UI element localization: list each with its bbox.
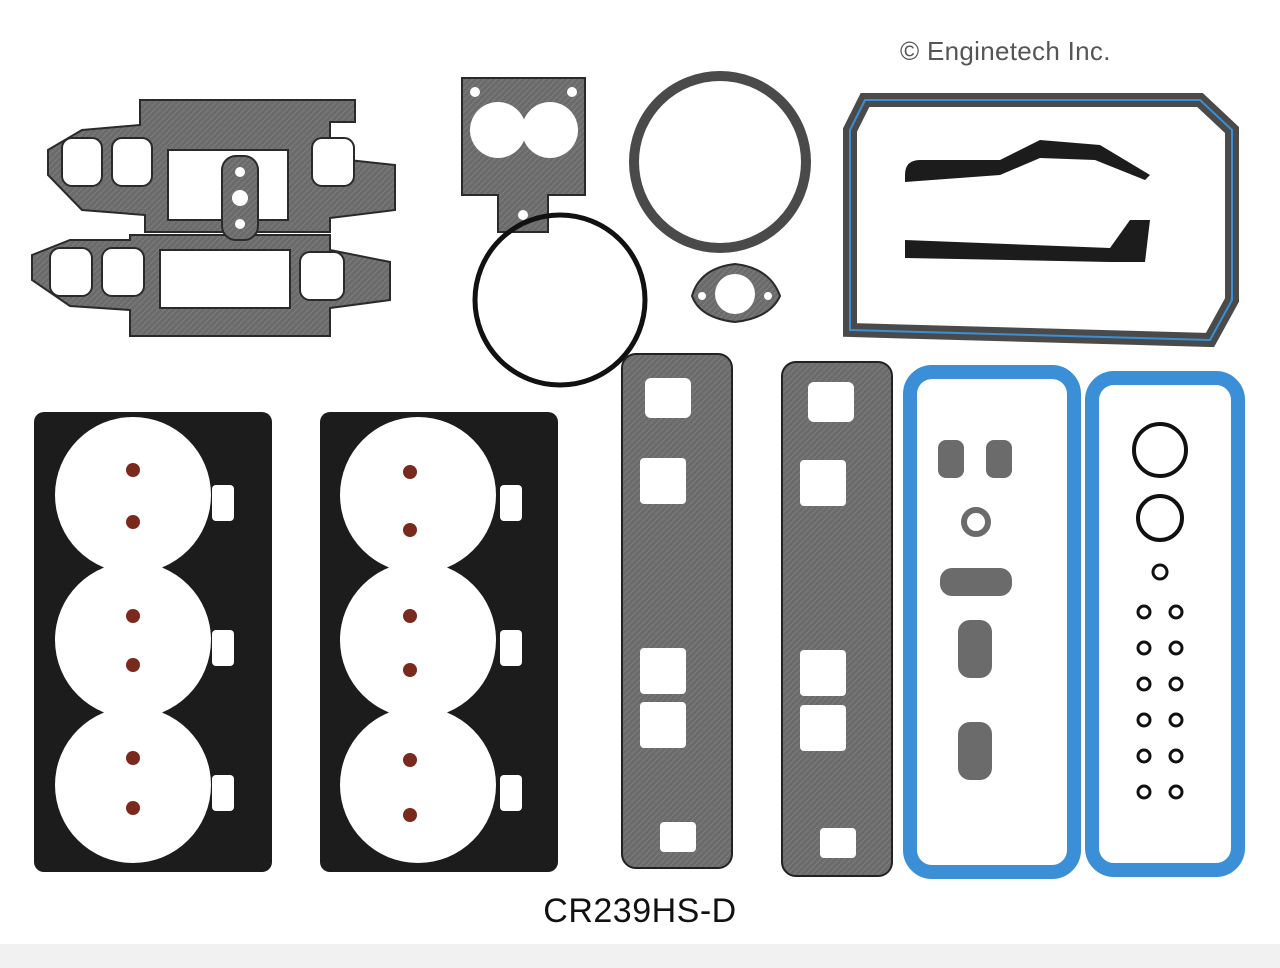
cylinder-head-gasket-right xyxy=(320,412,558,872)
timing-cover-gasket xyxy=(843,93,1239,348)
round-gasket-large xyxy=(629,71,811,253)
egr-gasket xyxy=(221,155,259,241)
valve-stem-seals xyxy=(1136,604,1184,800)
part-number-label: CR239HS-D xyxy=(543,892,737,930)
throttle-body-gasket xyxy=(461,77,586,233)
exhaust-manifold-gasket-lower xyxy=(31,234,391,337)
thermostat-gasket xyxy=(690,262,782,324)
cylinder-head-gasket-left xyxy=(34,412,272,872)
copyright-text: © Enginetech Inc. xyxy=(900,36,1111,66)
intake-manifold-gasket-left xyxy=(621,353,733,869)
valve-cover-gasket-left xyxy=(903,365,1081,879)
bottom-band xyxy=(0,944,1280,968)
o-ring xyxy=(472,212,648,388)
intake-manifold-gasket-right xyxy=(781,361,893,877)
valve-cover-gasket-right xyxy=(1085,371,1245,877)
